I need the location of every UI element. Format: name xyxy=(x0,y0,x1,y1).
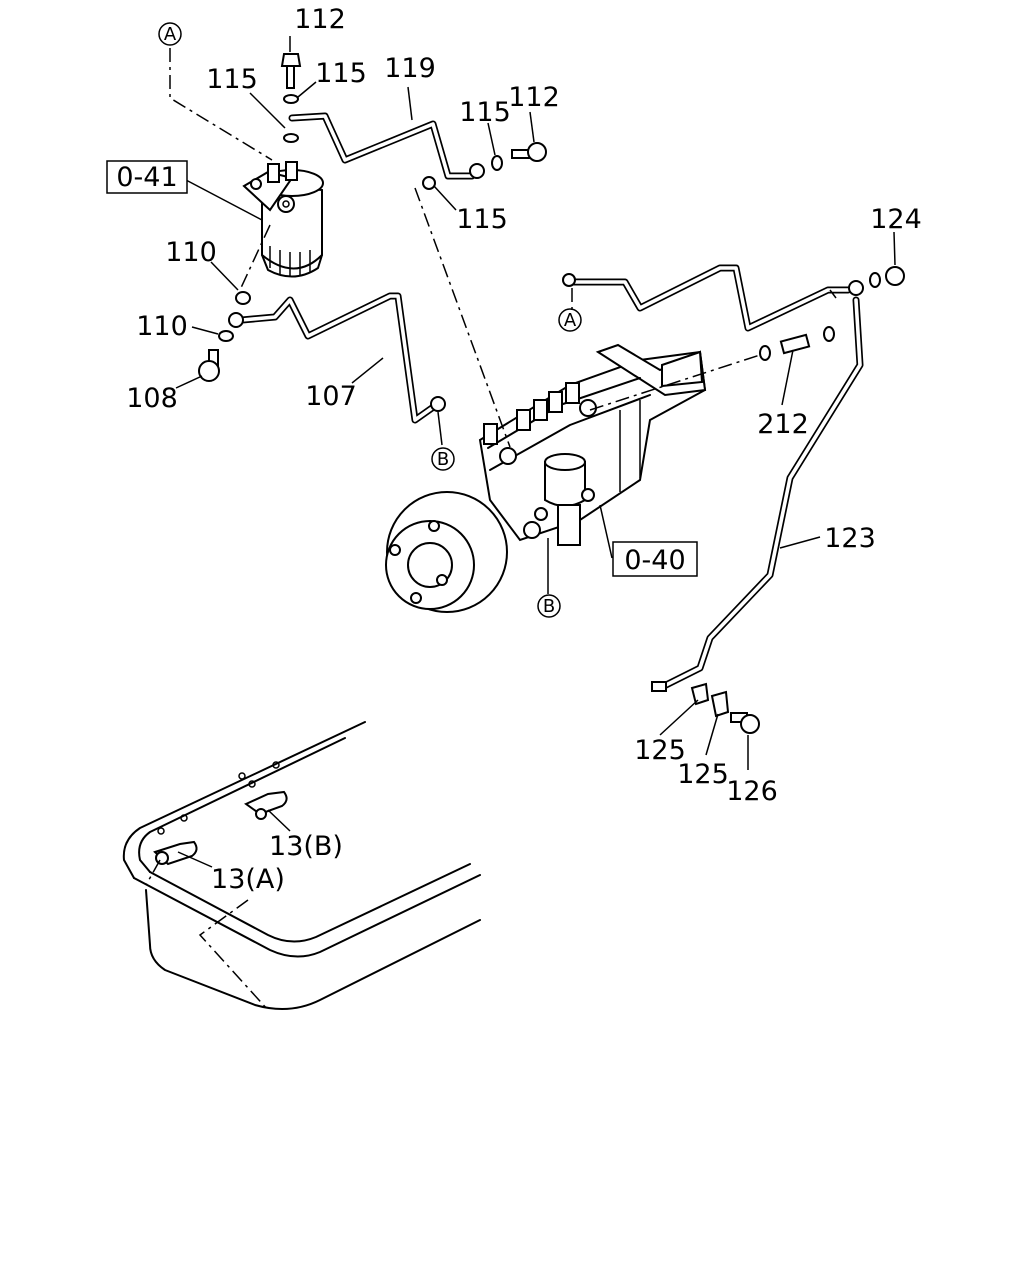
pipe-a xyxy=(562,264,864,332)
callout-110: 110 xyxy=(165,237,217,268)
callout-13b: 13(B) xyxy=(269,831,343,862)
callout-107: 107 xyxy=(305,381,357,412)
callout-115: 115 xyxy=(315,58,367,89)
injection-pump xyxy=(385,343,707,613)
marker-a-1: A xyxy=(158,22,182,46)
ref-box-0-40: 0-40 xyxy=(612,541,698,577)
bolt-108 xyxy=(198,349,220,382)
washers-115 xyxy=(283,94,503,190)
leader-lines xyxy=(175,36,896,868)
svg-text:0-41: 0-41 xyxy=(116,162,177,193)
svg-text:B: B xyxy=(437,449,449,470)
callout-123: 123 xyxy=(824,523,876,554)
callout-126: 126 xyxy=(726,776,778,807)
callout-108: 108 xyxy=(126,383,178,414)
pipe-107 xyxy=(228,292,446,424)
svg-text:A: A xyxy=(164,24,177,45)
bolt-112-right xyxy=(511,142,547,162)
pipe-119 xyxy=(288,112,485,180)
oil-pan xyxy=(122,721,481,1010)
fitting-212 xyxy=(759,326,835,361)
ref-box-0-41: 0-41 xyxy=(106,160,188,194)
callout-115: 115 xyxy=(459,97,511,128)
callout-124: 124 xyxy=(870,204,922,235)
svg-text:B: B xyxy=(543,596,555,617)
bolt-126 xyxy=(730,712,760,734)
callout-13a: 13(A) xyxy=(211,864,285,895)
fuel-filter xyxy=(242,161,324,278)
callout-110: 110 xyxy=(136,311,188,342)
callout-labels: 112 115 115 119 115 112 115 110 110 108 … xyxy=(126,4,922,895)
callout-112: 112 xyxy=(294,4,346,35)
callout-115: 115 xyxy=(206,64,258,95)
marker-b-1: B xyxy=(431,447,455,471)
callout-115: 115 xyxy=(456,204,508,235)
clips-125 xyxy=(690,682,730,718)
callout-119: 119 xyxy=(384,53,436,84)
svg-text:A: A xyxy=(564,310,577,331)
bolt-112-top xyxy=(280,53,302,89)
callout-212: 212 xyxy=(757,409,809,440)
pipe-123 xyxy=(651,296,864,692)
svg-text:0-40: 0-40 xyxy=(624,545,685,576)
callout-125: 125 xyxy=(634,735,686,766)
dash-lines xyxy=(145,48,761,1011)
callout-125: 125 xyxy=(677,759,729,790)
marker-a-2: A xyxy=(558,308,582,332)
washers-110 xyxy=(218,291,251,342)
cap-124 xyxy=(869,266,905,288)
callout-112: 112 xyxy=(508,82,560,113)
marker-b-2: B xyxy=(537,594,561,618)
